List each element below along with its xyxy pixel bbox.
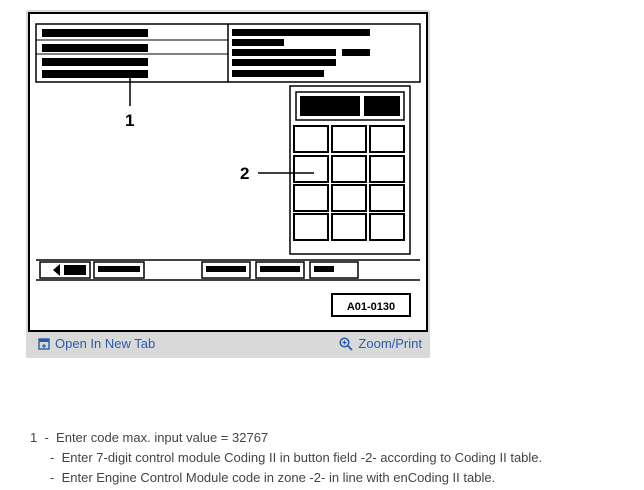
note-subitem: - Enter 7-digit control module Coding II… <box>30 448 542 468</box>
zoom-print-link[interactable]: Zoom/Print <box>339 336 422 351</box>
bottom-button-row <box>36 259 420 281</box>
zoom-magnifier-icon <box>339 336 354 351</box>
open-in-new-tab-label: Open In New Tab <box>55 336 156 351</box>
redacted-text-bar <box>42 29 148 37</box>
note-text: Enter 7-digit control module Coding II i… <box>61 450 543 465</box>
note-item-1: 1 - Enter code max. input value = 32767 <box>30 428 542 448</box>
screen-drawing: 1 <box>35 23 421 317</box>
note-dash: - <box>50 450 55 465</box>
header-block <box>35 23 421 83</box>
redacted-text-bar <box>42 44 148 52</box>
keypad-key <box>293 184 329 212</box>
keypad-key <box>293 213 329 241</box>
note-dash: - <box>44 430 49 445</box>
redacted-text-bar <box>232 70 324 77</box>
keypad-key <box>369 155 405 183</box>
back-button-fill <box>64 265 86 275</box>
legend-notes: 1 - Enter code max. input value = 32767 … <box>30 428 542 488</box>
keypad-display-frame <box>295 91 405 121</box>
keypad-display-segment <box>300 96 360 116</box>
callout-1-label: 1 <box>125 111 134 130</box>
keypad-key <box>369 184 405 212</box>
redacted-text-bar <box>232 49 336 56</box>
redacted-text-bar <box>260 266 300 272</box>
open-in-new-tab-link[interactable]: Open In New Tab <box>38 336 155 351</box>
zoom-print-label: Zoom/Print <box>358 336 422 351</box>
keypad-frame <box>289 85 411 255</box>
note-dash: - <box>50 470 55 485</box>
redacted-text-bar <box>342 49 370 56</box>
redacted-text-bar <box>232 29 370 36</box>
reference-code-box <box>331 293 411 317</box>
keypad-key <box>369 213 405 241</box>
keypad-panel <box>289 85 411 255</box>
figure-container: 1 <box>26 10 430 358</box>
keypad-key <box>331 125 367 153</box>
redacted-text-bar <box>232 59 336 66</box>
keypad-key <box>331 184 367 212</box>
redacted-text-bar <box>98 266 140 272</box>
redacted-text-bar <box>42 58 148 66</box>
redacted-text-bar <box>42 70 148 78</box>
open-in-new-tab-icon <box>38 337 50 350</box>
keypad-grid <box>293 125 405 241</box>
note-text: Enter Engine Control Module code in zone… <box>61 470 496 485</box>
redacted-text-bar <box>232 39 284 46</box>
keypad-display-segment <box>364 96 400 116</box>
redacted-text-bar <box>314 266 334 272</box>
figure-toolbar: Open In New Tab Zoom/Print <box>28 332 428 356</box>
keypad-key <box>331 155 367 183</box>
redacted-text-bar <box>206 266 246 272</box>
note-subitem: - Enter Engine Control Module code in zo… <box>30 468 542 488</box>
keypad-key <box>331 213 367 241</box>
diagnostic-screen-illustration: 1 <box>28 12 428 332</box>
note-number: 1 <box>30 430 38 445</box>
back-arrow-icon <box>53 264 60 276</box>
keypad-key <box>293 125 329 153</box>
keypad-key <box>293 155 329 183</box>
callout-2-label: 2 <box>240 164 249 183</box>
keypad-key <box>369 125 405 153</box>
note-text: Enter code max. input value = 32767 <box>56 430 269 445</box>
reference-code: A01-0130 <box>347 301 395 313</box>
